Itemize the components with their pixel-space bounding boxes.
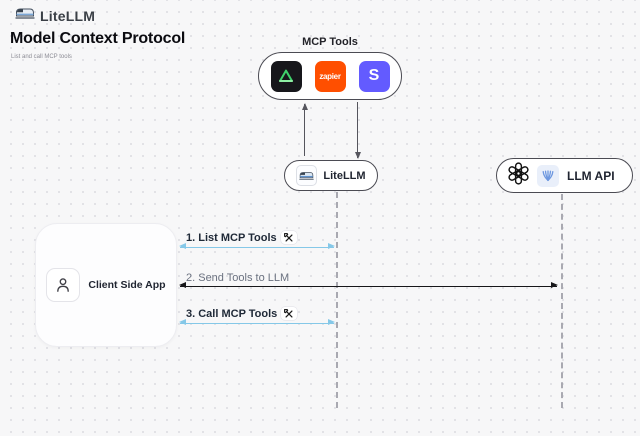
tools-icon [280, 231, 297, 244]
arrow-down-to-litellm [355, 102, 361, 159]
triangle-tool-icon [270, 60, 302, 92]
page-title: Model Context Protocol [10, 30, 186, 47]
llm-provider-icon [537, 164, 559, 187]
arrow-up-to-mcp [302, 103, 308, 156]
zapier-icon: zapier [314, 60, 346, 92]
flow-2-label: 2. Send Tools to LLM [186, 272, 289, 284]
llm-api-lifeline [561, 194, 563, 408]
llm-api-node: LLM API [496, 158, 633, 193]
page-subtitle: List and call MCP tools [11, 54, 72, 60]
client-side-app-node: Client Side App [35, 223, 177, 347]
openai-icon [506, 161, 531, 191]
train-logo-icon [15, 6, 35, 25]
stripe-icon: S [358, 60, 390, 92]
llm-api-node-label: LLM API [567, 168, 615, 183]
zapier-wordmark: zapier [319, 71, 341, 81]
flow-2-arrow [179, 282, 558, 289]
tools-icon [281, 307, 298, 320]
mcp-tools-node: zapier S [258, 52, 402, 100]
litellm-lifeline [336, 192, 338, 408]
client-side-app-label: Client Side App [88, 279, 166, 291]
flow-1-arrow [179, 243, 335, 250]
flow-3-arrow [179, 319, 335, 326]
flow-3-text: 3. Call MCP Tools [186, 307, 278, 320]
flow-2-text: 2. Send Tools to LLM [186, 272, 290, 284]
litellm-node: LiteLLM [284, 160, 378, 191]
brand: LiteLLM [15, 6, 95, 25]
person-icon [46, 268, 81, 302]
stripe-letter: S [368, 67, 380, 84]
flow-3-label: 3. Call MCP Tools [186, 307, 298, 320]
flow-1-text: 1. List MCP Tools [186, 231, 277, 244]
litellm-node-label: LiteLLM [323, 169, 366, 182]
flow-1-label: 1. List MCP Tools [186, 231, 297, 244]
train-logo-icon [296, 165, 318, 186]
mcp-tools-label: MCP Tools [302, 36, 358, 48]
brand-label: LiteLLM [40, 7, 96, 24]
